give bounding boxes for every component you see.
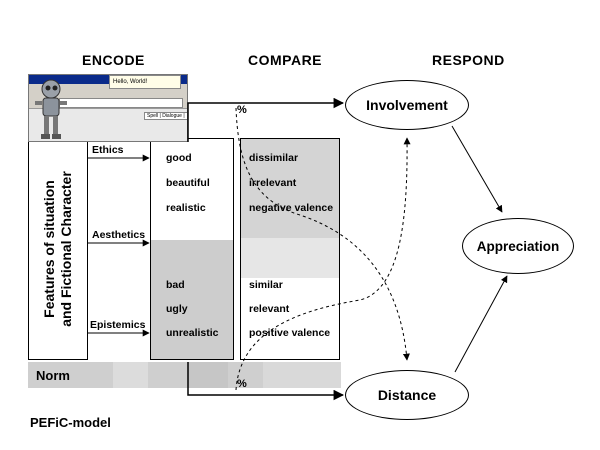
- model-caption: PEFiC-model: [30, 415, 111, 430]
- percent-top: %: [237, 104, 247, 116]
- compare-relevant: relevant: [249, 303, 290, 315]
- encode-header: ENCODE: [82, 52, 145, 68]
- norm-label: Norm: [36, 368, 70, 383]
- respond-header: RESPOND: [432, 52, 505, 68]
- dashed-to-distance: [235, 107, 410, 361]
- involvement-to-appreciation: [451, 125, 503, 213]
- compare-positive-valence: positive valence: [249, 327, 331, 339]
- norm-band: [28, 362, 341, 388]
- compare-dissimilar: dissimilar: [249, 152, 299, 164]
- appreciation-node: Appreciation: [462, 218, 574, 274]
- encode-unrealistic: unrealistic: [166, 327, 219, 339]
- dashed-to-involvement: [235, 137, 411, 391]
- percent-bottom: %: [237, 378, 247, 390]
- aesthetics-label: Aesthetics: [92, 229, 146, 241]
- distance-to-appreciation: [454, 275, 508, 373]
- robot-icon: [35, 79, 67, 139]
- encode-good: good: [166, 152, 192, 164]
- hello-window: Hello, World!: [109, 75, 181, 89]
- involvement-node: Involvement: [345, 80, 469, 130]
- encode-beautiful: beautiful: [166, 177, 210, 189]
- to-distance-arrow: [187, 362, 345, 401]
- to-involvement-arrow: [187, 97, 345, 142]
- epistemics-label: Epistemics: [90, 319, 146, 331]
- browser-screenshot-image: Hello, World! Spell | Dialogue | Set: [28, 74, 188, 142]
- features-box: Features of situation and Fictional Char…: [28, 138, 88, 360]
- distance-node: Distance: [345, 370, 469, 420]
- compare-negative-valence: negative valence: [249, 202, 334, 214]
- encode-realistic: realistic: [166, 202, 206, 214]
- encode-ugly: ugly: [166, 303, 188, 315]
- compare-box: [240, 138, 340, 360]
- encode-bad: bad: [166, 279, 185, 291]
- ethics-label: Ethics: [92, 144, 124, 156]
- compare-similar: similar: [249, 279, 283, 291]
- screenshot-tab: Spell | Dialogue | Set: [144, 112, 187, 120]
- compare-irrelevant: irrelevant: [249, 177, 297, 189]
- encode-box: [150, 138, 234, 360]
- compare-header: COMPARE: [248, 52, 323, 68]
